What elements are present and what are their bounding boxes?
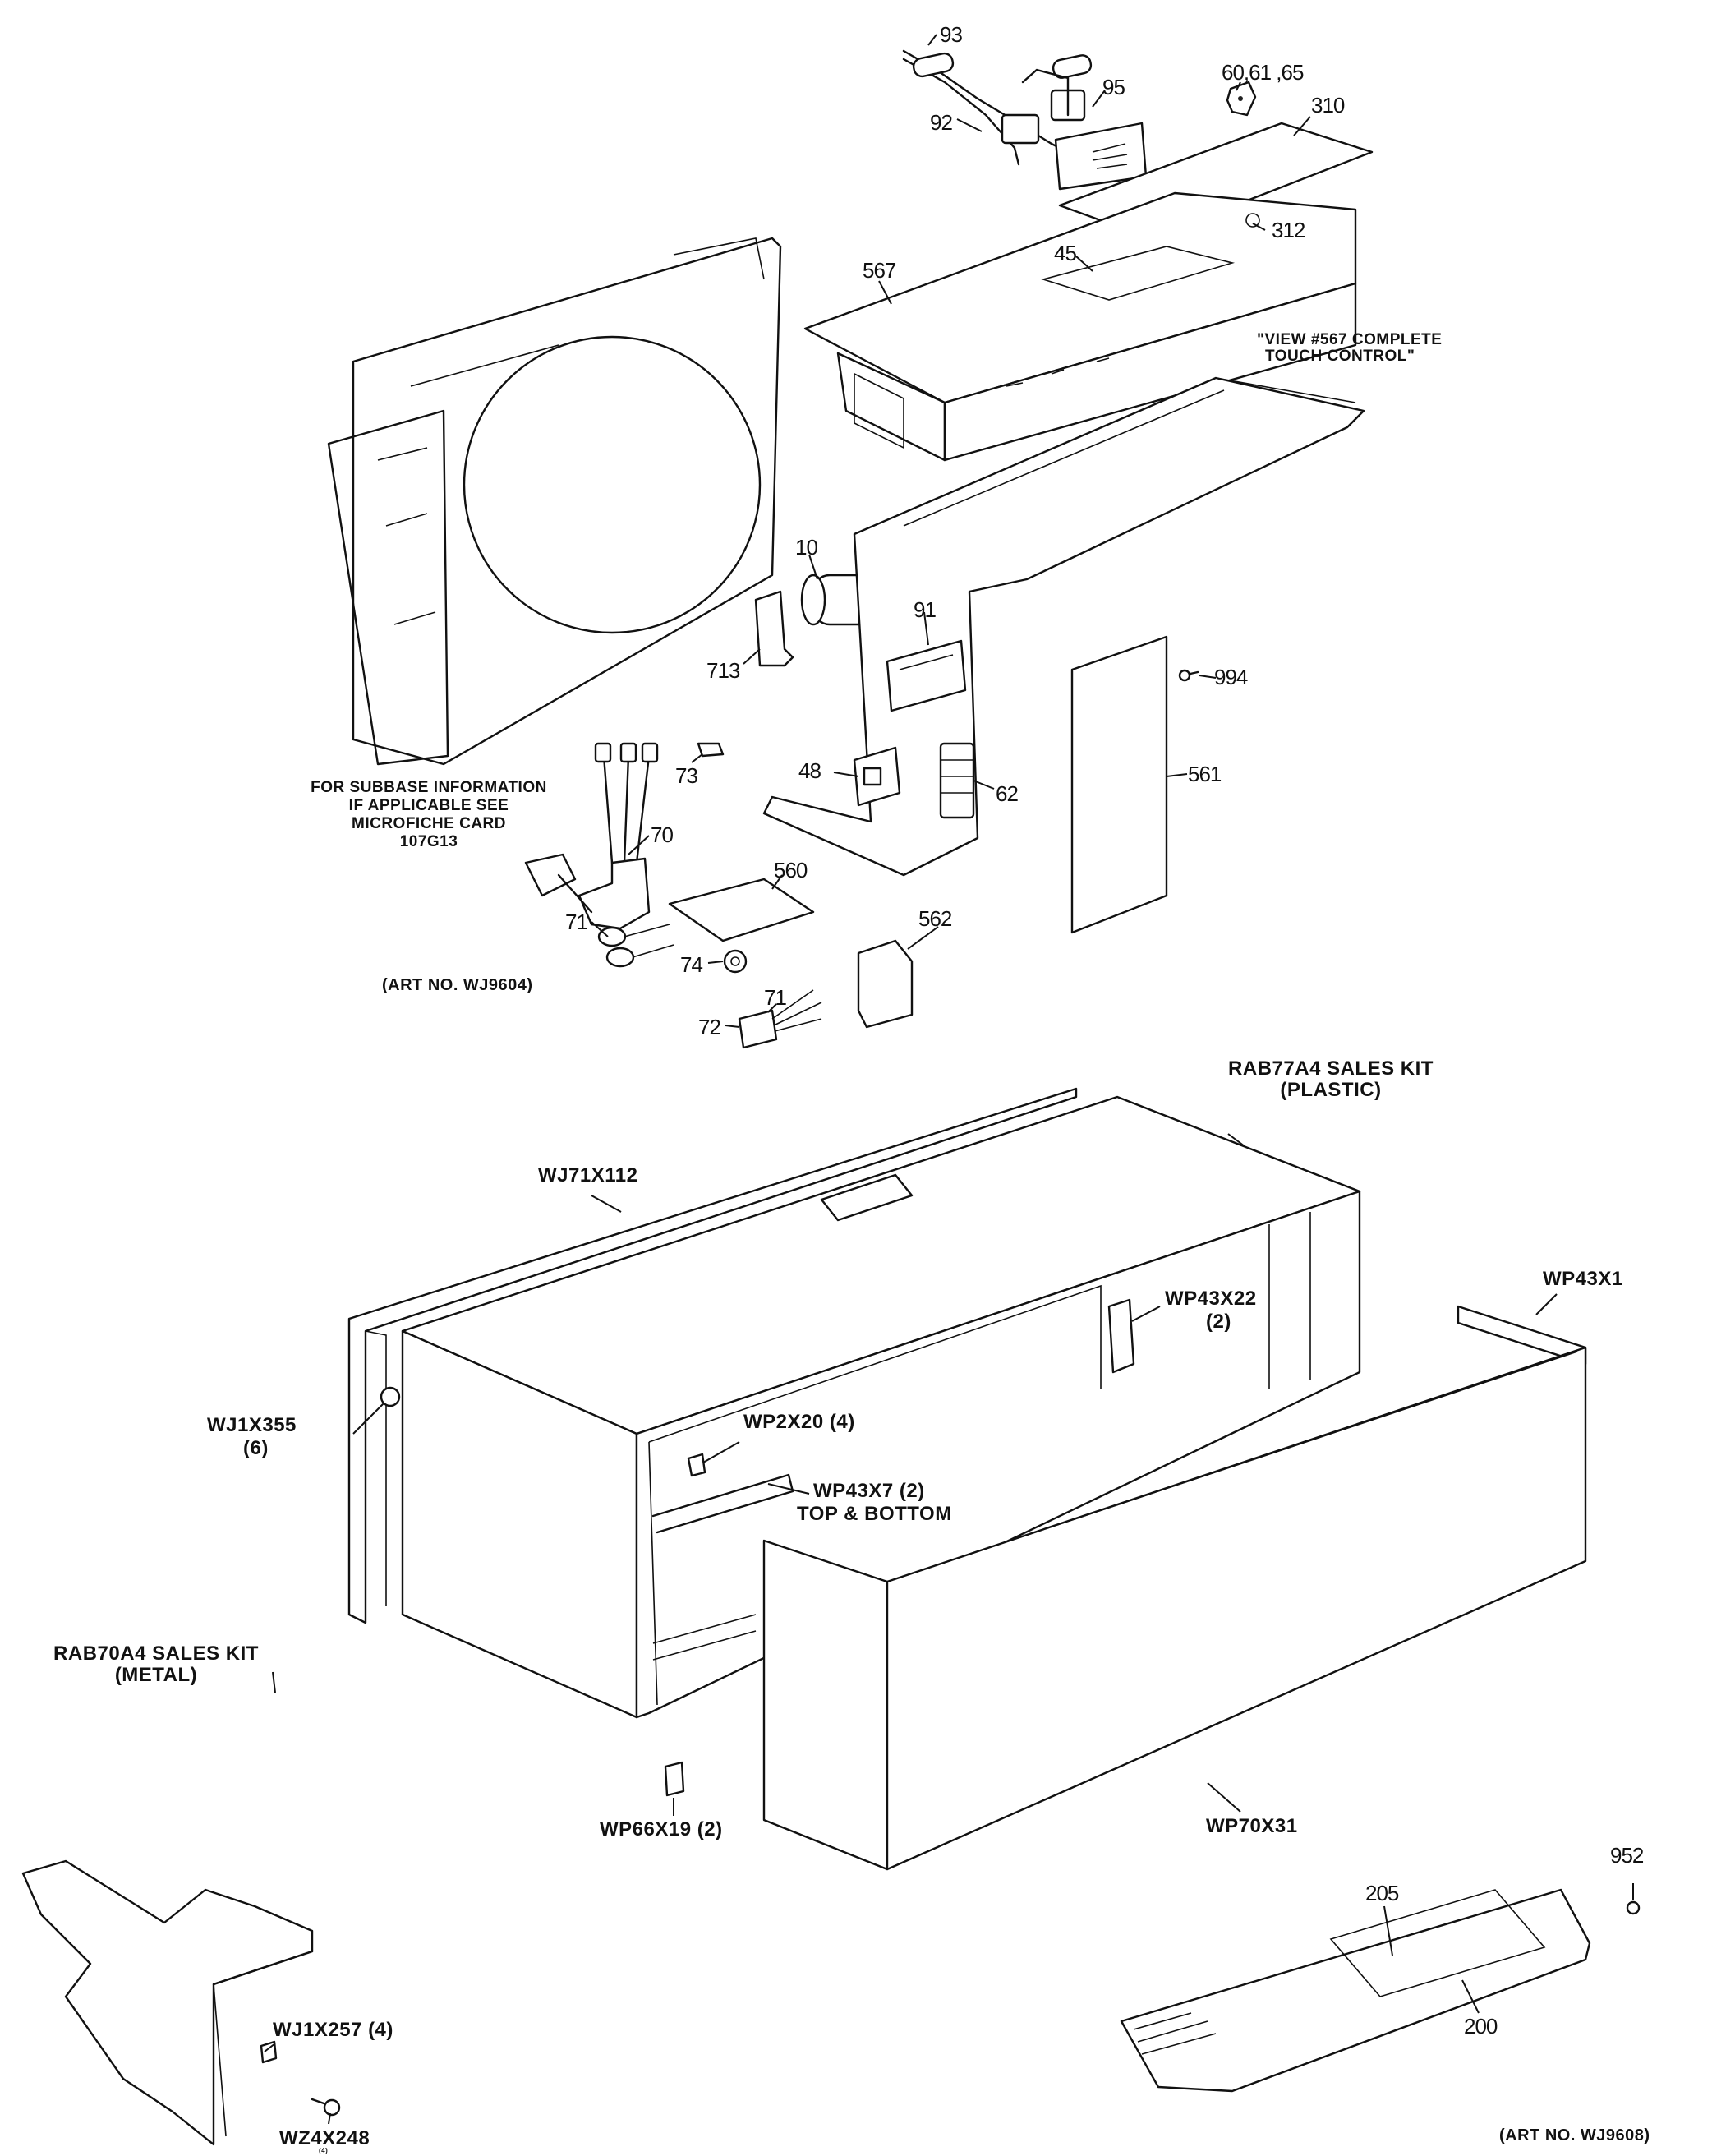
wp43x22-label: WP43X22 xyxy=(1165,1288,1257,1310)
callout-200: 200 xyxy=(1464,2014,1498,2039)
callout-312: 312 xyxy=(1272,218,1305,242)
callout-74: 74 xyxy=(680,952,703,977)
wj71x112-label: WJ71X112 xyxy=(538,1164,638,1186)
part-952-screw xyxy=(1626,1900,1641,1915)
part-wp70x31-panel xyxy=(762,1305,1587,1871)
part-wz4x248-screw xyxy=(311,2098,341,2117)
callout-561: 561 xyxy=(1188,762,1222,786)
subbase-note-line2: IF APPLICABLE SEE xyxy=(348,796,509,814)
art-number-bottom: (ART NO. WJ9608) xyxy=(1499,2126,1650,2144)
callout-91: 91 xyxy=(914,597,937,622)
wp43x7-note: TOP & BOTTOM xyxy=(797,1503,952,1525)
callout-70: 70 xyxy=(651,822,674,847)
callout-713: 713 xyxy=(706,658,740,683)
part-561-panel xyxy=(1070,635,1168,934)
callout-205: 205 xyxy=(1365,1881,1399,1905)
callout-73: 73 xyxy=(675,763,698,788)
wp43x1-label: WP43X1 xyxy=(1543,1268,1623,1290)
callout-95: 95 xyxy=(1102,75,1125,99)
callout-60-61-65: 60,61 ,65 xyxy=(1222,60,1304,85)
callout-952: 952 xyxy=(1610,1843,1644,1868)
rab70a4-label: RAB70A4 SALES KIT (METAL) xyxy=(37,1642,275,1687)
subbase-note-line4: 107G13 xyxy=(399,832,458,850)
rab77a4-label: RAB77A4 SALES KIT (PLASTIC) xyxy=(1199,1057,1462,1102)
callout-62: 62 xyxy=(996,781,1019,806)
rab77a4-line1: RAB77A4 SALES KIT xyxy=(1228,1057,1434,1080)
subbase-note-line3: MICROFICHE CARD xyxy=(352,814,506,832)
part-567-touch-control xyxy=(803,191,1357,462)
part-60-61-65-knob xyxy=(1226,81,1257,117)
part-62-terminal-block xyxy=(939,742,975,819)
wp66x19-label: WP66X19 (2) xyxy=(600,1818,723,1840)
callout-71-a: 71 xyxy=(565,910,588,934)
callout-310: 310 xyxy=(1311,93,1345,117)
wp70x31-label: WP70X31 xyxy=(1206,1815,1298,1837)
callout-10: 10 xyxy=(795,535,818,560)
callout-45: 45 xyxy=(1054,241,1077,265)
part-73-clip xyxy=(697,742,725,758)
part-wp43x22-gasket xyxy=(1107,1298,1135,1374)
part-200-base-pan xyxy=(1120,1888,1591,2093)
rab70a4-line1: RAB70A4 SALES KIT xyxy=(53,1642,259,1665)
wp43x22-qty: (2) xyxy=(1206,1311,1231,1333)
rab77a4-line2: (PLASTIC) xyxy=(1280,1079,1382,1102)
wj1x257-label: WJ1X257 (4) xyxy=(273,2019,393,2041)
part-71-wire-nuts xyxy=(597,924,674,968)
subbase-note: FOR SUBBASE INFORMATION IF APPLICABLE SE… xyxy=(297,779,560,850)
callout-71-b: 71 xyxy=(764,985,787,1010)
part-994-screw xyxy=(1178,669,1199,682)
leader-lines xyxy=(264,34,1634,2125)
part-713-strap xyxy=(754,590,794,667)
art-number-top: (ART NO. WJ9604) xyxy=(382,976,533,994)
view-567-note-line2: TOUCH CONTROL" xyxy=(1265,348,1415,365)
callout-93: 93 xyxy=(940,22,963,47)
part-48-switch xyxy=(853,746,901,807)
subbase-note-line1: FOR SUBBASE INFORMATION xyxy=(311,779,547,796)
part-91-relay xyxy=(886,639,967,712)
wp43x7-label: WP43X7 (2) xyxy=(813,1480,925,1502)
part-wp66x19-clip xyxy=(664,1761,685,1797)
callout-560: 560 xyxy=(774,858,808,882)
part-rab70a4-metal-kit xyxy=(21,1859,314,2146)
part-74-grommet xyxy=(723,949,748,974)
part-70-power-cord xyxy=(524,742,659,930)
rab70a4-line2: (METAL) xyxy=(114,1664,198,1687)
callout-72: 72 xyxy=(698,1015,721,1039)
wp2x20-label: WP2X20 (4) xyxy=(743,1411,855,1433)
view-567-note-line1: "VIEW #567 COMPLETE xyxy=(1257,331,1443,348)
part-shroud-panel xyxy=(327,237,782,766)
part-wj1x355-screw xyxy=(380,1386,401,1407)
callout-994: 994 xyxy=(1214,665,1248,689)
callout-48: 48 xyxy=(798,758,821,783)
part-wj1x257-clip xyxy=(260,2040,278,2064)
part-560-bracket xyxy=(668,878,815,942)
part-72-connector xyxy=(738,989,822,1049)
callout-92: 92 xyxy=(930,110,953,135)
part-chassis-frame xyxy=(762,376,1365,877)
wz4x248-label: WZ4X248 xyxy=(279,2127,370,2149)
wj1x355-label: WJ1X355 xyxy=(207,1414,297,1436)
part-562-housing xyxy=(857,939,914,1029)
wz4x248-qty: (4) xyxy=(319,2147,329,2154)
wj1x355-qty: (6) xyxy=(243,1437,269,1459)
part-92-93-95-harness xyxy=(902,49,1148,191)
callout-567: 567 xyxy=(863,258,896,283)
part-wp2x20-clip xyxy=(687,1453,706,1477)
callout-562: 562 xyxy=(918,906,952,931)
